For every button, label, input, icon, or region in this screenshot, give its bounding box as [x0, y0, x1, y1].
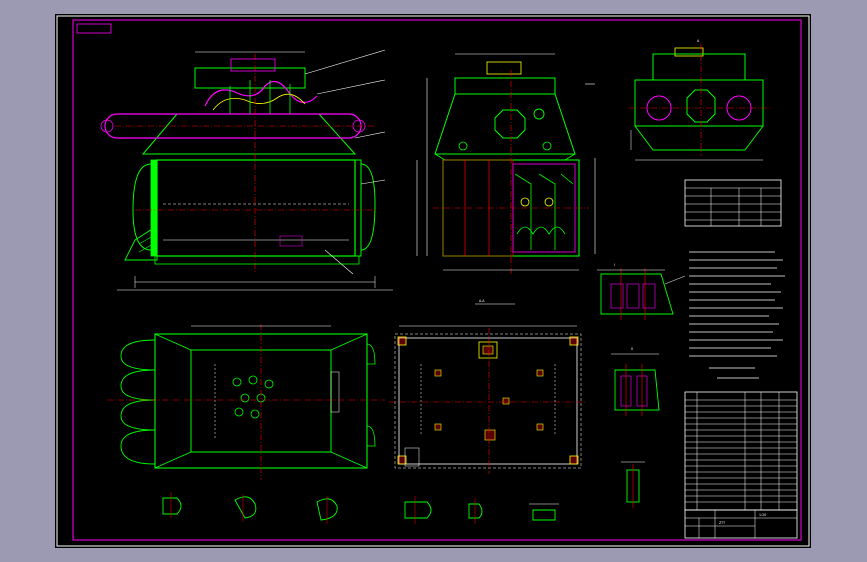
foundation-plan-view: [389, 303, 587, 474]
title-block: ZTT 1:20: [684, 509, 798, 539]
detail-view-3: [621, 461, 645, 508]
scale-note: 1:20: [759, 513, 766, 517]
technical-notes: [689, 251, 785, 379]
rear-elevation-view: [629, 44, 771, 161]
detail-view-1: [597, 268, 686, 320]
drawing-sheet: ZTT 1:20 I II A-A A: [56, 15, 810, 547]
title-block-text: ZTT: [719, 521, 725, 525]
corner-tag-box: [76, 23, 112, 34]
outer-border: [56, 15, 810, 547]
detail-view-2: [611, 353, 660, 416]
side-elevation-view: [416, 53, 596, 276]
view-label-top: A: [697, 39, 700, 43]
detail-label-a: I: [614, 263, 615, 267]
drawing-canvas[interactable]: ZTT 1:20 I II A-A A: [55, 14, 811, 548]
section-details-row: [162, 492, 559, 524]
detail-label-b: II: [631, 347, 633, 351]
section-label: A-A: [479, 299, 485, 303]
parts-table: [684, 179, 782, 227]
inner-frame: [72, 19, 802, 541]
front-elevation-view: [100, 49, 393, 291]
plan-view: [107, 324, 385, 480]
bill-of-materials: [684, 391, 798, 511]
